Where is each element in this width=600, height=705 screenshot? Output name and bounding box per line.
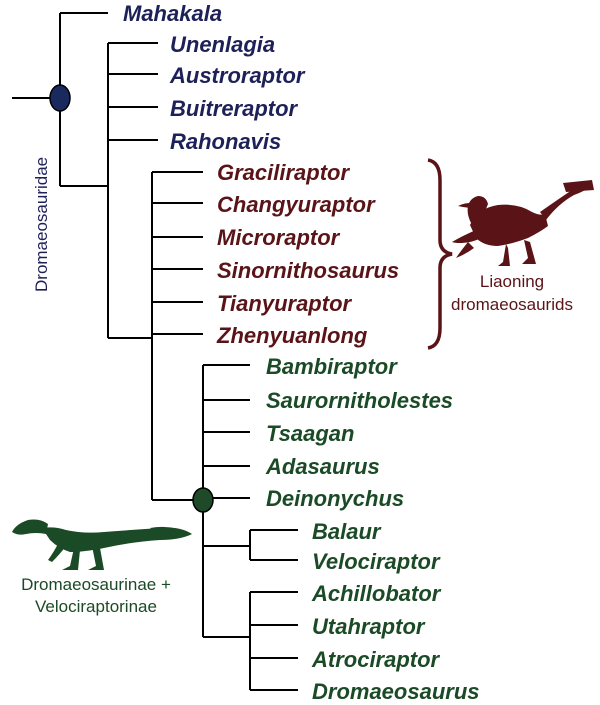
taxon-rahonavis: Rahonavis bbox=[170, 129, 281, 154]
taxon-deinonychus: Deinonychus bbox=[266, 486, 404, 511]
dromaeosauridae-label: Dromaeosauridae bbox=[32, 157, 51, 292]
taxon-unenlagia: Unenlagia bbox=[170, 32, 275, 57]
taxon-zhenyuanlong: Zhenyuanlong bbox=[216, 323, 368, 348]
taxon-utahraptor: Utahraptor bbox=[312, 614, 426, 639]
taxon-dromaeosaurus: Dromaeosaurus bbox=[312, 679, 480, 704]
taxon-sinornithosaurus: Sinornithosaurus bbox=[217, 258, 399, 283]
taxon-tianyuraptor: Tianyuraptor bbox=[217, 291, 353, 316]
taxon-tsaagan: Tsaagan bbox=[266, 421, 354, 446]
taxon-balaur: Balaur bbox=[312, 519, 382, 544]
liaoning-label-line2: dromaeosaurids bbox=[451, 295, 573, 314]
taxon-austroraptor: Austroraptor bbox=[169, 63, 306, 88]
liaoning-label-line1: Liaoning bbox=[480, 272, 544, 291]
taxon-bambiraptor: Bambiraptor bbox=[266, 354, 398, 379]
taxon-atrociraptor: Atrociraptor bbox=[311, 647, 441, 672]
taxon-achillobator: Achillobator bbox=[311, 581, 442, 606]
taxon-adasaurus: Adasaurus bbox=[265, 454, 380, 479]
derived-group-label-line2: Velociraptorinae bbox=[35, 597, 157, 616]
taxon-changyuraptor: Changyuraptor bbox=[217, 192, 376, 217]
velociraptor-silhouette-icon bbox=[12, 519, 192, 570]
taxon-graciliraptor: Graciliraptor bbox=[217, 160, 350, 185]
taxon-mahakala: Mahakala bbox=[123, 1, 222, 26]
liaoning-brace bbox=[427, 158, 453, 350]
derived-group-label-line1: Dromaeosaurinae + bbox=[21, 575, 171, 594]
derived-clade-node-marker bbox=[192, 487, 214, 513]
taxon-buitreraptor: Buitreraptor bbox=[170, 96, 299, 121]
taxon-saurornitholestes: Saurornitholestes bbox=[266, 388, 453, 413]
cladogram-branches bbox=[12, 12, 298, 691]
microraptor-silhouette-icon bbox=[452, 180, 594, 266]
taxon-microraptor: Microraptor bbox=[217, 225, 341, 250]
dromaeosauridae-node-marker bbox=[49, 84, 71, 112]
taxon-velociraptor: Velociraptor bbox=[312, 549, 441, 574]
